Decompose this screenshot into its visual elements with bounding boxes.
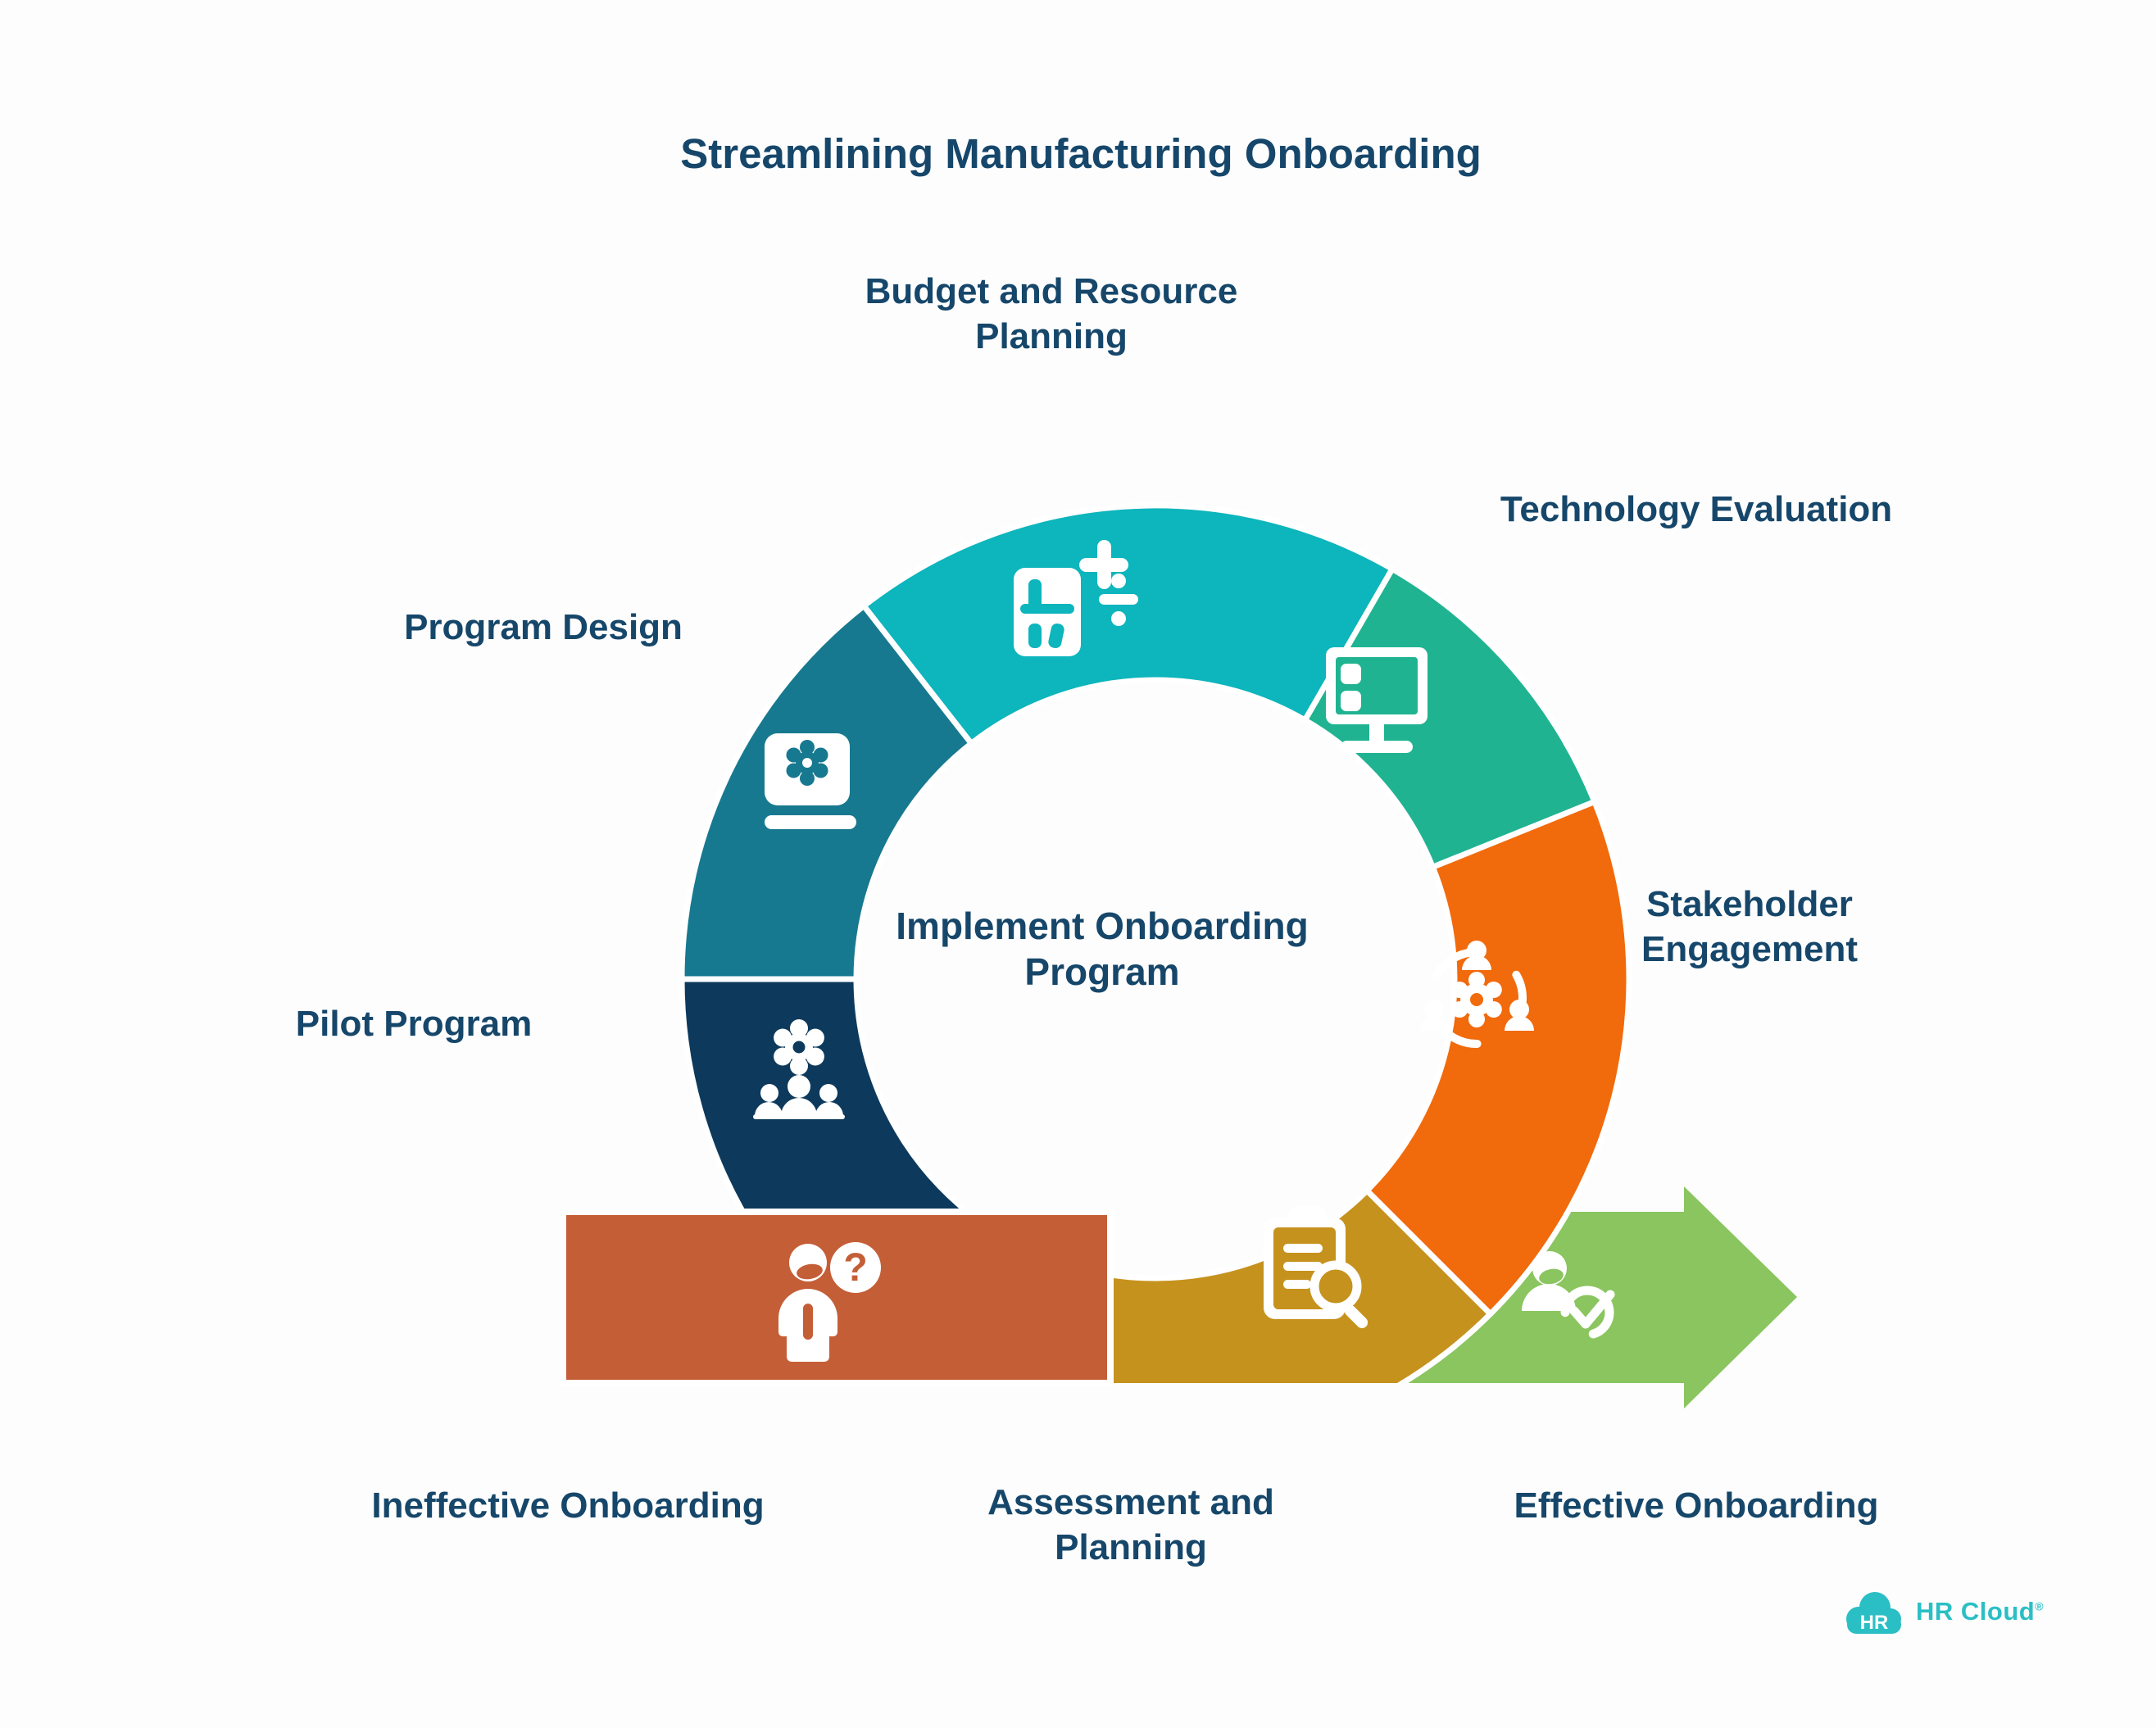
segment-stakeholder	[1364, 799, 1632, 1318]
person-check-icon	[1522, 1251, 1615, 1340]
svg-text:?: ?	[843, 1246, 867, 1290]
label-stakeholder: Stakeholder Engagement	[1641, 884, 1859, 969]
person-question-icon: ?	[778, 1242, 881, 1362]
center-label: Implement Onboarding Program	[896, 905, 1309, 993]
logo-brand-text: HR Cloud®	[1916, 1597, 2045, 1626]
calculator-icon	[1014, 540, 1138, 656]
cloud-icon: HR	[1846, 1592, 1901, 1634]
registered-mark: ®	[2035, 1599, 2045, 1613]
hr-cloud-logo: HR HR Cloud®	[1842, 1588, 2044, 1635]
page-title: Streamlining Manufacturing Onboarding	[680, 130, 1482, 177]
label-budget: Budget and Resource Planning	[865, 271, 1238, 356]
clipboard-search-icon	[1264, 1206, 1368, 1329]
segment-budget	[860, 502, 1396, 746]
flower-people-icon	[753, 1019, 845, 1119]
label-ineffective: Ineffective Onboarding	[371, 1485, 765, 1526]
label-program-design: Program Design	[404, 607, 683, 647]
monitor-icon	[1326, 647, 1427, 753]
label-technology: Technology Evaluation	[1500, 489, 1893, 529]
people-gear-icon	[1419, 941, 1534, 1048]
label-assessment: Assessment and Planning	[987, 1482, 1274, 1567]
book-gear-icon	[765, 733, 856, 829]
label-effective: Effective Onboarding	[1514, 1485, 1879, 1526]
logo-badge-text: HR	[1860, 1612, 1889, 1634]
label-pilot: Pilot Program	[295, 1004, 533, 1044]
ineffective-bar	[560, 1209, 1114, 1386]
